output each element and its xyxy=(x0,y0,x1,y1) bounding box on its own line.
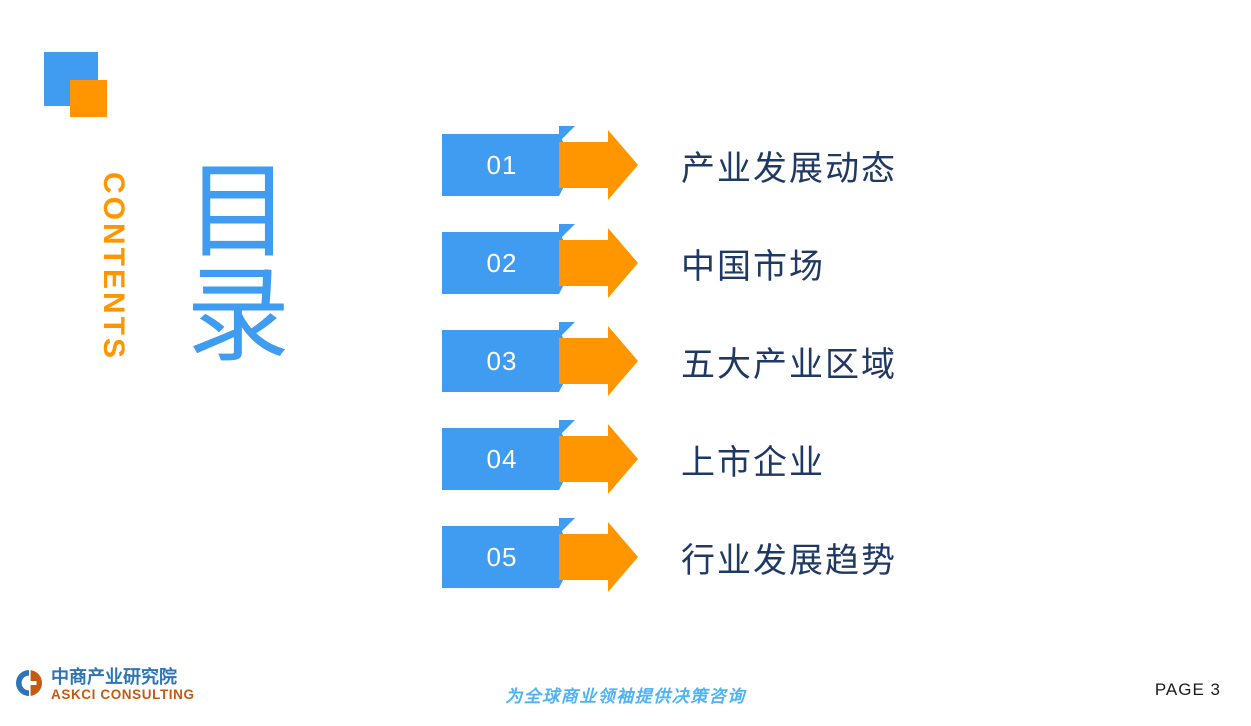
number-banner-shape xyxy=(442,526,575,588)
agenda-arrow-graphic xyxy=(442,518,642,596)
corner-tab-icon xyxy=(559,322,575,338)
page-number: PAGE 3 xyxy=(1154,680,1221,699)
company-name-cn: 中商产业研究院 xyxy=(51,666,177,688)
corner-tab-icon xyxy=(559,518,575,534)
corner-tab-icon xyxy=(559,126,575,142)
agenda-item-label[interactable]: 产业发展动态 xyxy=(681,148,897,189)
number-banner-shape xyxy=(442,232,575,294)
agenda-item-label[interactable]: 中国市场 xyxy=(681,246,825,287)
agenda-arrow-graphic xyxy=(442,420,642,498)
agenda-arrow-graphic xyxy=(442,224,642,302)
number-banner-shape xyxy=(442,428,575,490)
contents-english-heading: CONTENTS xyxy=(97,172,130,361)
askci-circle-logo-icon xyxy=(14,668,44,703)
company-name-en: ASKCI CONSULTING xyxy=(51,686,195,702)
contents-chinese-heading: 目录 xyxy=(167,156,290,364)
agenda-item-label[interactable]: 行业发展趋势 xyxy=(681,540,897,581)
corner-tab-icon xyxy=(559,420,575,436)
contents-title-block: CONTENTS 目录 xyxy=(97,156,318,402)
company-logo: 中商产业研究院 ASKCI CONSULTING xyxy=(14,668,195,703)
slide-footer: 中商产业研究院 ASKCI CONSULTING 为全球商业领袖提供决策咨询 P… xyxy=(0,656,1251,726)
number-banner-shape xyxy=(442,330,575,392)
agenda-item-label[interactable]: 五大产业区域 xyxy=(681,344,897,385)
right-arrow-icon xyxy=(559,130,638,200)
footer-tagline: 为全球商业领袖提供决策咨询 xyxy=(505,687,746,707)
number-banner-shape xyxy=(442,134,575,196)
agenda-arrow-graphic xyxy=(442,322,642,400)
decor-orange-square xyxy=(70,80,107,117)
company-logo-text: 中商产业研究院 ASKCI CONSULTING xyxy=(51,666,195,702)
corner-tab-icon xyxy=(559,224,575,240)
agenda-item-label[interactable]: 上市企业 xyxy=(681,442,825,483)
right-arrow-icon xyxy=(559,424,638,494)
right-arrow-icon xyxy=(559,228,638,298)
agenda-arrow-graphic xyxy=(442,126,642,204)
right-arrow-icon xyxy=(559,522,638,592)
right-arrow-icon xyxy=(559,326,638,396)
